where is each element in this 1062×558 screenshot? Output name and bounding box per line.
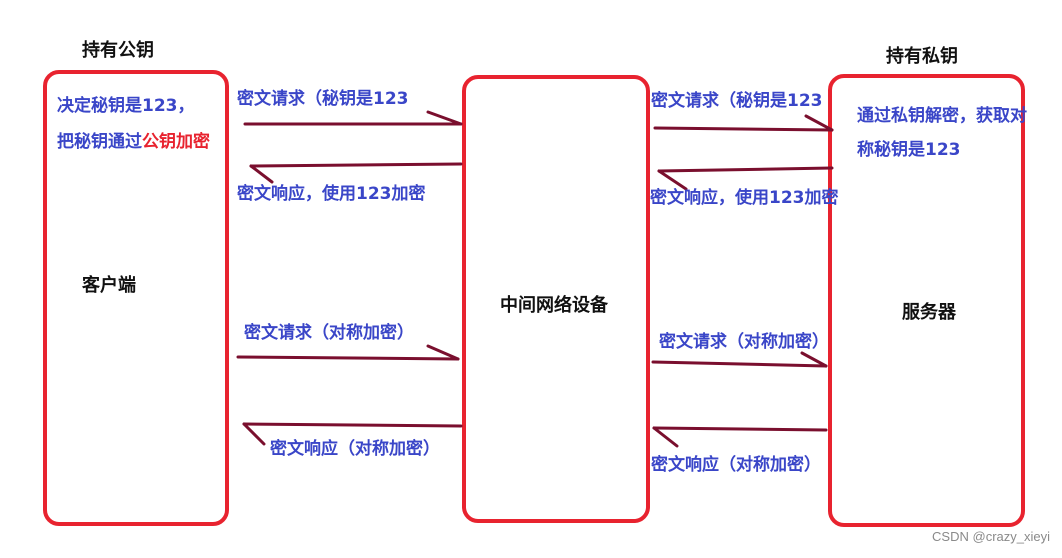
server-note-line2: 称秘钥是123 bbox=[857, 140, 961, 160]
client-note-line1: 决定秘钥是123， bbox=[57, 96, 195, 116]
arrow-req-key-left bbox=[243, 110, 463, 126]
server-note-line1: 通过私钥解密，获取对 bbox=[857, 106, 1027, 126]
msg-resp-sym-left: 密文响应（对称加密） bbox=[270, 439, 440, 459]
arrow-resp-sym-left bbox=[242, 422, 463, 446]
arrow-req-key-right bbox=[653, 114, 834, 132]
client-note-line2: 把秘钥通过公钥加密 bbox=[57, 134, 210, 151]
client-note-line2-highlight: 公钥加密 bbox=[142, 132, 210, 152]
arrow-resp-sym-right bbox=[652, 426, 828, 448]
arrow-req-sym-right bbox=[651, 351, 828, 368]
watermark: CSDN @crazy_xieyi bbox=[932, 529, 1050, 544]
server-box bbox=[828, 74, 1025, 527]
msg-req-key-right: 密文请求（秘钥是123 bbox=[651, 91, 823, 111]
msg-req-sym-left: 密文请求（对称加密） bbox=[244, 323, 414, 343]
client-box bbox=[43, 70, 229, 526]
server-label: 服务器 bbox=[902, 302, 956, 323]
msg-req-sym-right: 密文请求（对称加密） bbox=[659, 332, 829, 352]
msg-resp-123-right: 密文响应，使用123加密 bbox=[650, 188, 839, 208]
msg-resp-123-left: 密文响应，使用123加密 bbox=[237, 184, 426, 204]
client-note-line2-prefix: 把秘钥通过 bbox=[57, 132, 142, 152]
middle-label: 中间网络设备 bbox=[500, 295, 608, 316]
server-key-header: 持有私钥 bbox=[886, 46, 958, 67]
msg-resp-sym-right: 密文响应（对称加密） bbox=[651, 455, 821, 475]
msg-req-key-left: 密文请求（秘钥是123 bbox=[237, 89, 409, 109]
arrow-resp-123-left bbox=[249, 162, 463, 184]
middle-box bbox=[462, 75, 650, 523]
arrow-req-sym-left bbox=[236, 344, 460, 361]
client-label: 客户端 bbox=[82, 275, 136, 296]
arrow-resp-123-right bbox=[657, 166, 834, 191]
client-key-header: 持有公钥 bbox=[82, 40, 154, 61]
